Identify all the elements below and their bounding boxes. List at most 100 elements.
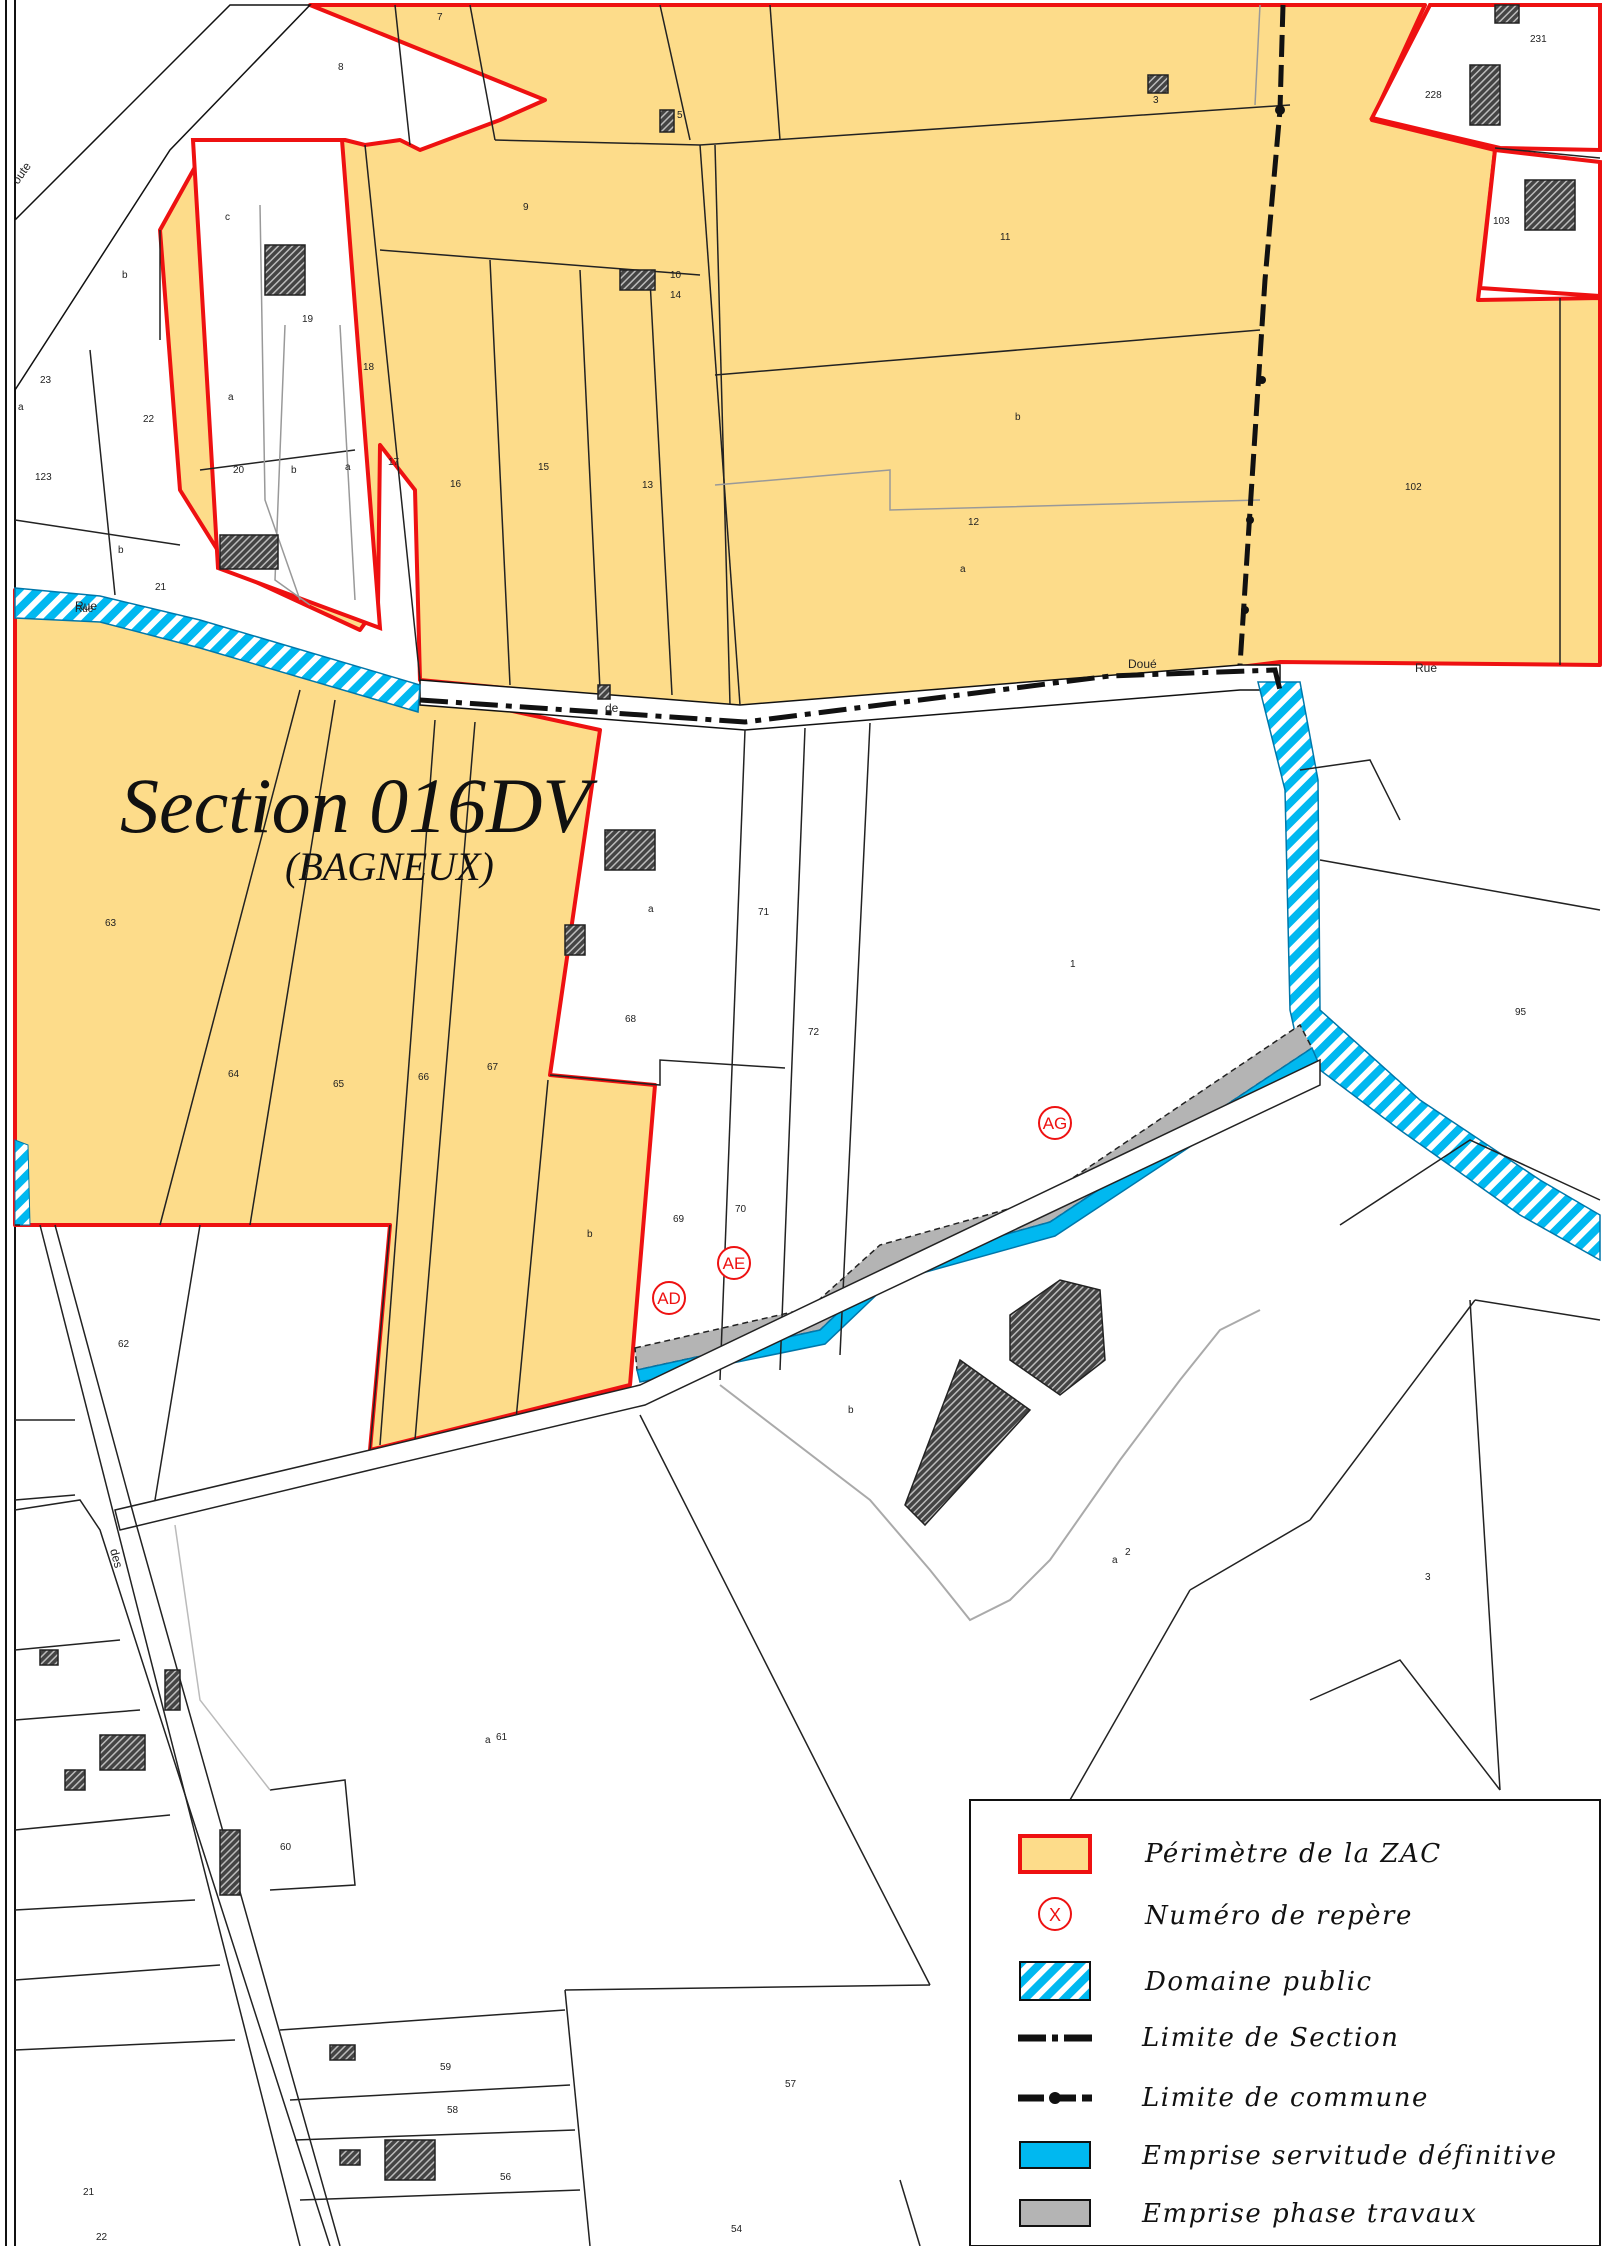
section-title: Section 016DV bbox=[120, 762, 598, 849]
legend-label-zac: Périmètre de la ZAC bbox=[1144, 1839, 1442, 1869]
emprise-phase-travaux bbox=[634, 1023, 1313, 1371]
parcel-label: 72 bbox=[808, 1027, 820, 1038]
parcel-label: 103 bbox=[1493, 216, 1510, 227]
parcel-label: a bbox=[1112, 1555, 1118, 1566]
parcel-label: 22 bbox=[143, 414, 155, 425]
parcel-label: 3 bbox=[1153, 95, 1159, 106]
domaine-public-left bbox=[14, 587, 421, 713]
gray-path bbox=[719, 1309, 1261, 1622]
parcel-label: a bbox=[228, 392, 234, 403]
parcel-label: 66 bbox=[418, 1072, 430, 1083]
parcel-label: 22 bbox=[96, 2232, 108, 2243]
parcel-label: 228 bbox=[1425, 90, 1442, 101]
road-label-de: de bbox=[605, 701, 619, 715]
parcel-label: 95 bbox=[1515, 1007, 1527, 1018]
parcel-label: 65 bbox=[333, 1079, 345, 1090]
road-des bbox=[14, 1499, 331, 2246]
parcel-label: Rue bbox=[75, 604, 94, 615]
domaine-public-left-edge bbox=[14, 1139, 31, 1226]
parcel-label: 7 bbox=[437, 12, 443, 23]
road-lower bbox=[114, 1058, 1321, 1531]
parcel-label: 231 bbox=[1530, 34, 1547, 45]
legend-label-gray: Emprise phase travaux bbox=[1141, 2199, 1477, 2229]
parcel-label: a bbox=[485, 1735, 491, 1746]
parcel-label: a bbox=[345, 462, 351, 473]
parcel-label: 63 bbox=[105, 918, 117, 929]
parcel-label: 8 bbox=[338, 62, 344, 73]
parcel-labels: 7 8 5 3 231 228 103 9 11 10 14 c 19 b 23… bbox=[18, 12, 1547, 2243]
parcel-label: 71 bbox=[758, 907, 770, 918]
parcel-label: a bbox=[648, 904, 654, 915]
parcel-label: 14 bbox=[670, 290, 682, 301]
parcel-label: 54 bbox=[731, 2224, 743, 2235]
zac-perimeter bbox=[13, 3, 1602, 1452]
parcel-label: 12 bbox=[968, 517, 980, 528]
parcel-label: 62 bbox=[118, 1339, 130, 1350]
parcel-label: 10 bbox=[670, 270, 682, 281]
parcel-label: a bbox=[960, 564, 966, 575]
legend: Périmètre de la ZAC X Numéro de repère D… bbox=[969, 1799, 1601, 2246]
parcel-label: 61 bbox=[496, 1732, 508, 1743]
parcel-label: 59 bbox=[440, 2062, 452, 2073]
parcel-label: 58 bbox=[447, 2105, 459, 2116]
parcel-label: 18 bbox=[363, 362, 375, 373]
parcel-label: 57 bbox=[785, 2079, 797, 2090]
road-label-rue-right: Rue bbox=[1415, 661, 1437, 675]
road-label-doue: Doué bbox=[1128, 657, 1157, 671]
parcel-label: 21 bbox=[83, 2187, 95, 2198]
legend-label-marker: Numéro de repère bbox=[1144, 1901, 1413, 1931]
marker-ae: AE bbox=[723, 1254, 746, 1273]
parcel-lines-lower bbox=[14, 1224, 931, 2246]
parcel-label: 17 bbox=[388, 457, 400, 468]
parcel-label: 123 bbox=[35, 472, 52, 483]
road-label-rue-left: Rue bbox=[75, 599, 97, 613]
parcel-label: 70 bbox=[735, 1204, 747, 1215]
parcel-label: 19 bbox=[302, 314, 314, 325]
parcel-label: 69 bbox=[673, 1214, 685, 1225]
legend-swatch-hatch bbox=[1019, 1961, 1091, 2001]
legend-swatch-marker bbox=[1038, 1897, 1072, 1931]
parcel-label: b bbox=[848, 1405, 854, 1416]
road-label-des: des bbox=[107, 1547, 126, 1569]
parcel-label: 56 bbox=[500, 2172, 512, 2183]
parcel-label: 68 bbox=[625, 1014, 637, 1025]
legend-swatch-gray bbox=[1019, 2199, 1091, 2227]
parcel-label: 20 bbox=[233, 465, 245, 476]
legend-swatch-cyan bbox=[1019, 2141, 1091, 2169]
parcel-label: 2 bbox=[1125, 1547, 1131, 1558]
parcel-label: 15 bbox=[538, 462, 550, 473]
parcel-label: 23 bbox=[40, 375, 52, 386]
legend-label-commune: Limite de commune bbox=[1141, 2083, 1429, 2113]
parcel-label: b bbox=[587, 1229, 593, 1240]
limite-de-section bbox=[419, 667, 1283, 725]
parcel-label: 1 bbox=[1070, 959, 1076, 970]
parcel-lines-south-west bbox=[159, 689, 549, 1446]
legend-label-dashdot: Limite de Section bbox=[1141, 2023, 1399, 2053]
parcel-label: b bbox=[122, 270, 128, 281]
parcel-label: 9 bbox=[523, 202, 529, 213]
legend-swatch-zac bbox=[1018, 1834, 1092, 1874]
parcel-label: 5 bbox=[677, 110, 683, 121]
parcel-label: b bbox=[118, 545, 124, 556]
parcel-label: 21 bbox=[155, 582, 167, 593]
legend-label-hatch: Domaine public bbox=[1144, 1967, 1373, 1997]
parcel-label: 102 bbox=[1405, 482, 1422, 493]
legend-label-cyan: Emprise servitude définitive bbox=[1141, 2141, 1558, 2171]
route-top-left bbox=[14, 4, 312, 393]
legend-marker-symbol: X bbox=[1049, 1905, 1061, 1925]
gray-lines bbox=[259, 4, 1261, 606]
parcel-label: 11 bbox=[1000, 232, 1011, 243]
parcel-label: 16 bbox=[450, 479, 462, 490]
parcel-label: 64 bbox=[228, 1069, 240, 1080]
marker-ag: AG bbox=[1043, 1114, 1068, 1133]
parcel-label: 3 bbox=[1425, 1572, 1431, 1583]
limite-de-commune bbox=[1237, 4, 1286, 666]
parcel-label: 60 bbox=[280, 1842, 292, 1853]
section-subtitle: (BAGNEUX) bbox=[285, 844, 494, 889]
parcel-label: b bbox=[1015, 412, 1021, 423]
parcel-lines-south-east bbox=[549, 722, 1601, 1801]
parcel-lines bbox=[14, 4, 1601, 706]
buildings bbox=[39, 4, 1576, 2181]
parcel-label: b bbox=[291, 465, 297, 476]
